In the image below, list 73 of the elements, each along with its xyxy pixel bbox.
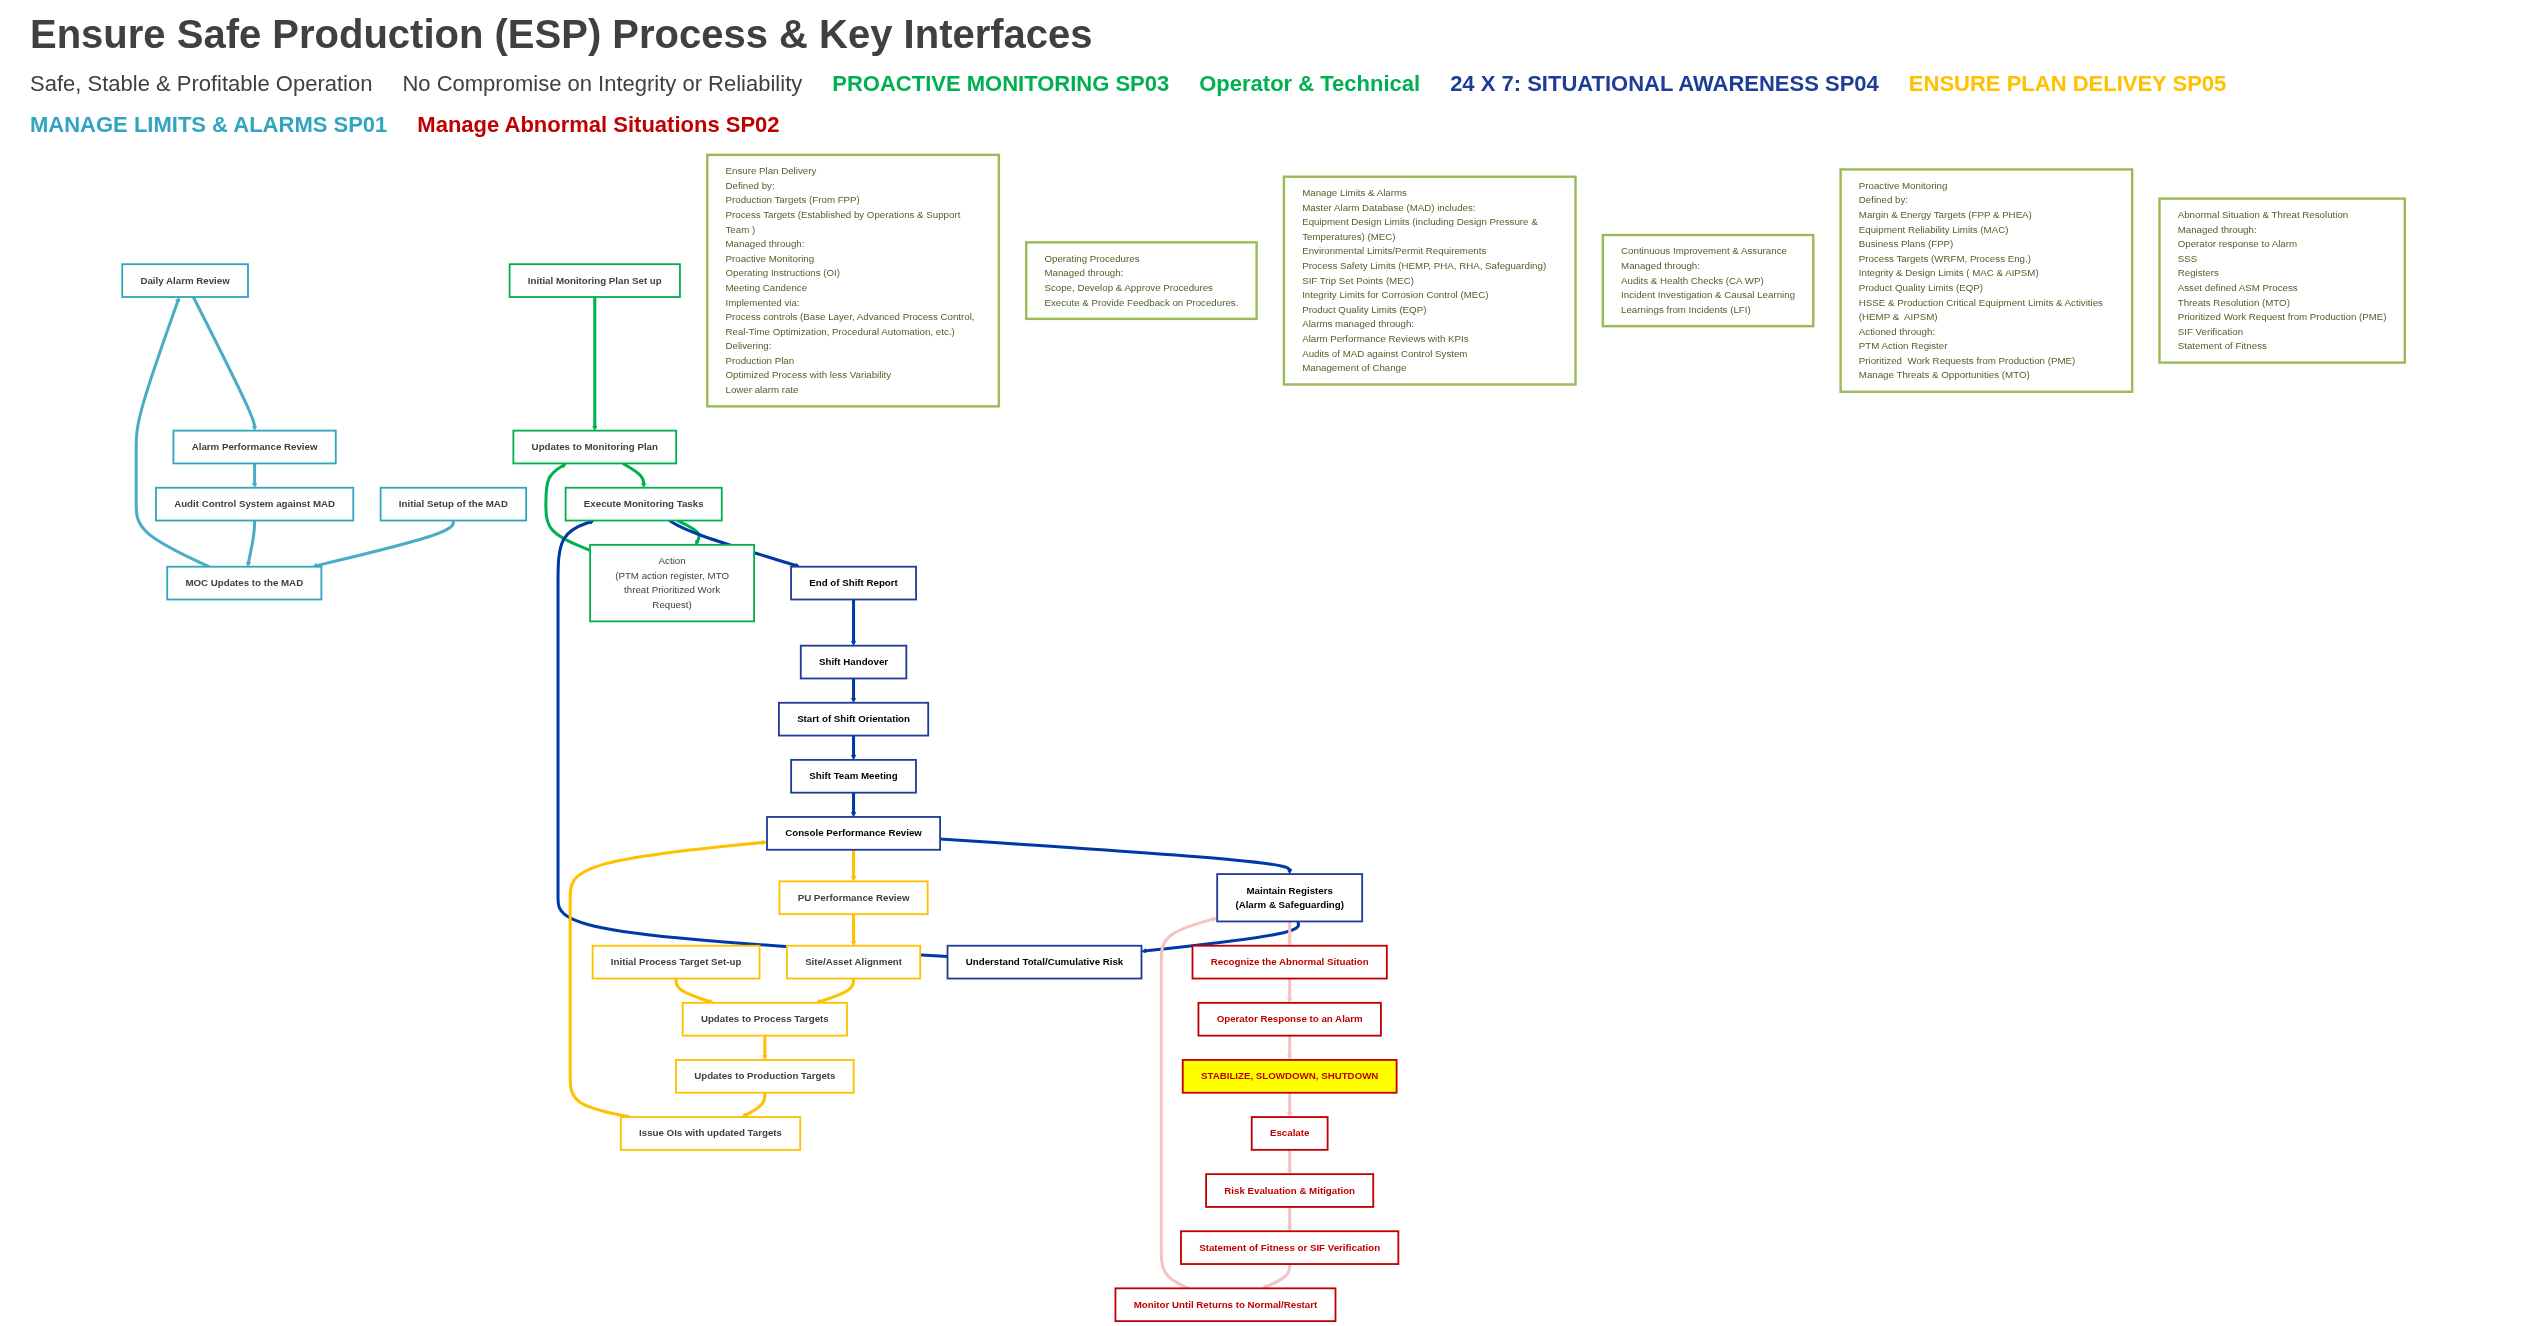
node-box: Site/Asset Alignment — [786, 944, 922, 980]
cycle-label: Manage Abnormal Situations SP02 — [417, 111, 780, 138]
node-box: Continuous Improvement & Assurance Managed through: Audits & Health Checks (CA WP) Incident Investigation & Causal Learning Learnings from Incidents (LFI) — [1601, 233, 1815, 328]
arrow — [1287, 1035, 1293, 1061]
node-box: Start of Shift Orientation — [778, 701, 930, 737]
diagram-title: Ensure Safe Production (ESP) Process & Key Interfaces — [30, 12, 1094, 58]
arrow — [850, 792, 857, 818]
arrow — [544, 463, 591, 552]
node-box: Execute Monitoring Tasks — [564, 486, 723, 522]
node-box: Escalate — [1250, 1116, 1329, 1151]
node-box: Risk Evaluation & Mitigation — [1205, 1173, 1375, 1208]
arrow — [1287, 1149, 1293, 1175]
node-box: Console Performance Review — [766, 816, 941, 851]
arrow — [192, 296, 258, 431]
arrow — [940, 837, 1293, 875]
node-box: Initial Setup of the MAD — [379, 486, 528, 522]
node-box: Ensure Plan Delivery Defined by: Production Targets (From FPP) Process Targets (Established by Operations & Support Team ) Managed through: Proactive Monitoring Operating Instructions (OI) Meeting Candence Implemented via: Process controls (Base Layer, Advanced Process Control, Real-Time Optimization, Procedural Automation, etc.) Delivering: Production Plan Optimized Process with less Variability Lower alarm rate — [706, 153, 1001, 408]
node-box: Action (PTM action register, MTO threat Prioritized Work Request) — [589, 543, 755, 623]
node-box: Audit Control System against MAD — [155, 486, 355, 522]
cycle-label: ENSURE PLAN DELIVEY SP05 — [1908, 71, 2227, 98]
arrow — [1287, 978, 1293, 1004]
cycle-label: 24 X 7: SITUATIONAL AWARENESS SP04 — [1450, 71, 1879, 98]
node-box: Alarm Performance Review — [172, 429, 337, 465]
arrow — [592, 297, 598, 431]
arrow — [762, 1035, 768, 1061]
node-box: Updates to Monitoring Plan — [512, 429, 678, 465]
node-box: Proactive Monitoring Defined by: Margin & Energy Targets (FPP & PHEA) Equipment Reliability Limits (MAC) Business Plans (FPP) Process Targets (WRFM, Process Eng.) Integrity & Design Limits ( MAC & AIPSM) Product Quality Limits (EQP) HSSE & Production Critical Equipment Limits & Activities (HEMP & AIPSM) Actioned through: PTM Action Register Prioritized Work Requests from Production (PME) Manage Threats & Opportunities (MTO) — [1839, 168, 2134, 393]
arrow — [850, 678, 857, 703]
cycle-label: PROACTIVE MONITORING SP03 — [832, 71, 1170, 98]
arrow — [1262, 1264, 1292, 1289]
node-box: Initial Process Target Set-up — [591, 944, 761, 980]
node-box: Monitor Until Returns to Normal/Restart — [1114, 1287, 1337, 1323]
arrow — [674, 978, 715, 1004]
arrow — [850, 735, 857, 761]
node-box: Updates to Production Targets — [675, 1059, 855, 1094]
node-box: Operating Procedures Managed through: Scope, Develop & Approve Procedures Execute & Provide Feedback on Procedures. — [1025, 241, 1258, 321]
arrow — [850, 914, 857, 946]
node-box: Issue OIs with updated Targets — [619, 1116, 802, 1151]
arrow — [850, 599, 857, 646]
node-box: End of Shift Report — [790, 565, 917, 601]
arrow — [622, 462, 647, 488]
principle-text: No Compromise on Integrity or Reliability — [402, 71, 803, 98]
principle-text: Safe, Stable & Profitable Operation — [30, 71, 373, 98]
node-box: Daily Alarm Review — [121, 263, 249, 298]
node-box: Operator Response to an Alarm — [1197, 1001, 1382, 1037]
node-box: Statement of Fitness or SIF Verification — [1180, 1230, 1400, 1265]
arrow — [741, 1092, 767, 1118]
arrow — [850, 849, 857, 882]
arrow — [246, 520, 257, 567]
arrow — [251, 463, 258, 488]
cycle-label: Operator & Technical — [1199, 71, 1421, 98]
arrow — [568, 839, 768, 1119]
node-box: Manage Limits & Alarms Master Alarm Database (MAD) includes: Equipment Design Limits (including Design Pressure & Temperatures) (MEC) Environmental Limits/Permit Requirements Process Safety Limits (HEMP, PHA, RHA, Safeguarding) SIF Trip Set Points (MEC) Integrity Limits for Corrosion Control (MEC) Product Quality Limits (EQP) Alarms managed through: Alarm Performance Reviews with KPIs Audits of MAD against Control System Management of Change — [1282, 175, 1577, 386]
arrow — [312, 520, 455, 569]
arrow — [1287, 1092, 1293, 1118]
node-box: PU Performance Review — [778, 880, 929, 916]
node-box: Abnormal Situation & Threat Resolution Managed through: Operator response to Alarm SSS Registers Asset defined ASM Process Threats Resolution (MTO) Prioritized Work Request from Production (PME) SIF Verification Statement of Fitness — [2158, 197, 2406, 364]
node-box: Shift Team Meeting — [790, 758, 917, 794]
cycle-label: MANAGE LIMITS & ALARMS SP01 — [30, 111, 388, 138]
arrow — [1287, 1206, 1293, 1232]
arrow — [1141, 921, 1301, 954]
node-box: Understand Total/Cumulative Risk — [946, 944, 1143, 980]
node-box: Shift Handover — [799, 644, 908, 680]
node-box: Updates to Process Targets — [681, 1001, 848, 1037]
node-box: Recognize the Abnormal Situation — [1191, 944, 1388, 980]
arrow — [1287, 921, 1293, 946]
arrow — [676, 519, 701, 546]
node-box: MOC Updates to the MAD — [166, 565, 323, 601]
arrow — [815, 978, 856, 1004]
node-box: Initial Monitoring Plan Set up — [508, 263, 681, 298]
arrow — [1159, 916, 1218, 1290]
node-box: STABILIZE, SLOWDOWN, SHUTDOWN — [1181, 1059, 1398, 1094]
node-box: Maintain Registers (Alarm & Safeguarding) — [1216, 873, 1364, 923]
